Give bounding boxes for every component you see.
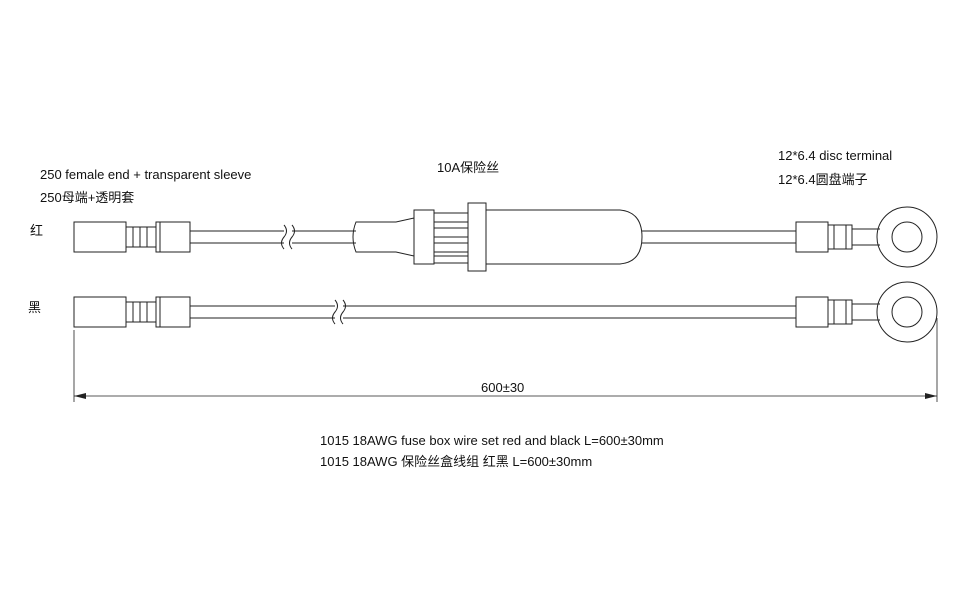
black-wire-assembly: [73, 281, 938, 343]
length-dimension: [73, 318, 938, 402]
red-wire-assembly: [73, 202, 938, 272]
dimension-label: 600±30: [481, 380, 524, 395]
red-female-connector: [73, 221, 191, 253]
wire-break-mark: [332, 299, 338, 325]
caption-cn: 1015 18AWG 保险丝盒线组 红黑 L=600±30mm: [320, 454, 592, 469]
caption-en: 1015 18AWG fuse box wire set red and bla…: [320, 433, 664, 448]
wire-black-label: 黑: [28, 300, 41, 315]
disc-terminal-label-cn: 12*6.4圆盘端子: [778, 172, 868, 187]
dimension-arrow-left: [74, 393, 86, 399]
female-end-label-cn: 250母端+透明套: [40, 190, 134, 205]
black-disc-terminal: [795, 281, 938, 343]
black-female-connector: [73, 296, 191, 328]
wire-break-mark: [281, 224, 287, 250]
female-end-label-en: 250 female end + transparent sleeve: [40, 167, 251, 182]
fuse-holder: [352, 202, 643, 272]
red-disc-terminal: [795, 206, 938, 268]
dimension-arrow-right: [925, 393, 937, 399]
fuse-label: 10A保险丝: [437, 160, 499, 175]
wire-red-label: 红: [30, 223, 43, 238]
disc-terminal-label-en: 12*6.4 disc terminal: [778, 148, 892, 163]
